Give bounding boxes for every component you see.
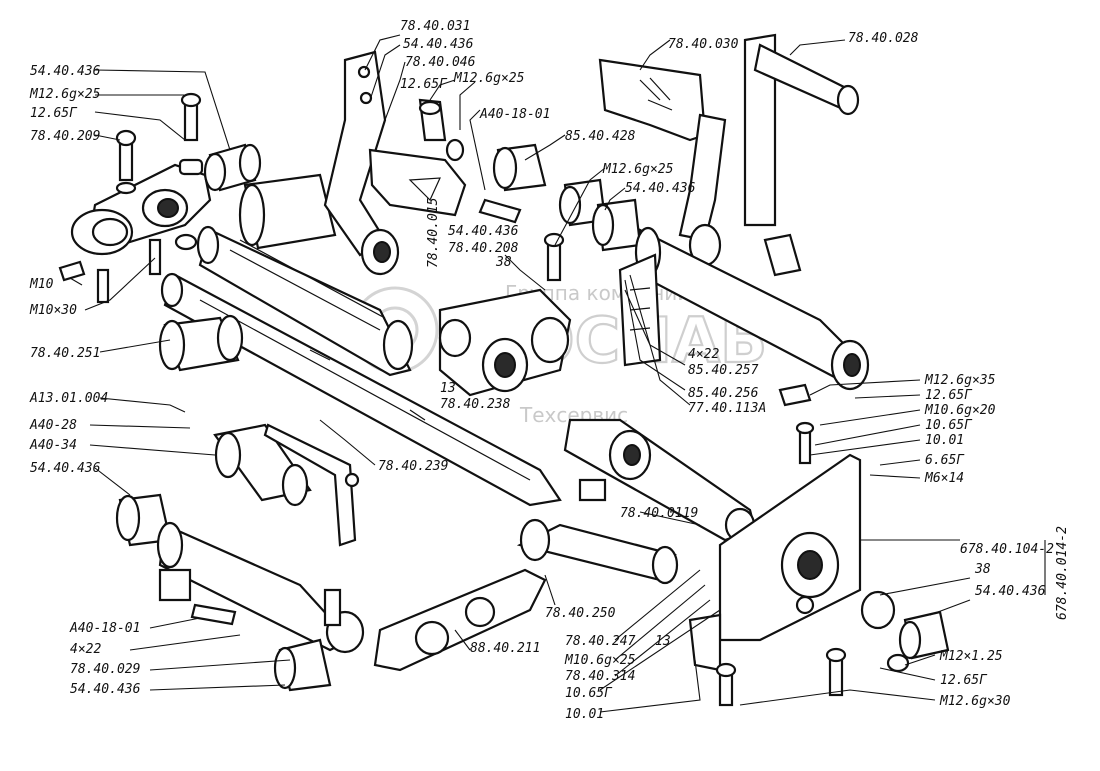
lever-78-40-028 bbox=[743, 33, 860, 227]
label-m6x14: М6×14 bbox=[924, 471, 964, 486]
label-10-65g-bottom: 10.65Г bbox=[565, 686, 613, 701]
label-m12-6g-25-left: М12.6g×25 bbox=[29, 87, 101, 102]
label-78-40-0119: 78.40.0119 bbox=[620, 506, 698, 521]
upper-shaft-assembly bbox=[196, 173, 414, 377]
label-78-40-031: 78.40.031 bbox=[400, 19, 470, 34]
label-78-40-029: 78.40.029 bbox=[70, 662, 140, 677]
label-4x22-center: 4×22 bbox=[688, 347, 719, 362]
bracket-678-40-104-2 bbox=[688, 453, 862, 672]
label-54-40-436-top: 54.40.436 bbox=[403, 37, 474, 52]
bushing-upper-left bbox=[203, 143, 262, 192]
label-a40-18-01-top: А40-18-01 bbox=[479, 107, 550, 122]
bushing-a40-34 bbox=[213, 423, 312, 507]
label-4x22-bottom: 4×22 bbox=[70, 642, 101, 657]
label-54-40-436-left: 54.40.436 bbox=[30, 64, 101, 79]
shaft-78-40-0119 bbox=[563, 418, 757, 543]
label-10-01-right: 10.01 bbox=[925, 433, 964, 448]
label-678-40-014-2: 678.40.014-2 bbox=[1055, 526, 1070, 620]
label-78-40-209: 78.40.209 bbox=[30, 129, 100, 144]
plate-88-40-211 bbox=[373, 568, 547, 672]
label-78-40-239: 78.40.239 bbox=[378, 459, 448, 474]
left-bolts bbox=[58, 92, 202, 304]
label-85-40-257: 85.40.257 bbox=[688, 363, 759, 378]
right-small-parts bbox=[715, 383, 950, 707]
label-12-65g-bottom: 12.65Г bbox=[940, 673, 988, 688]
label-678-40-104-2: 678.40.104-2 bbox=[960, 542, 1054, 557]
bushing-78-40-251 bbox=[158, 314, 244, 372]
label-m12-6g-30: М12.6g×30 bbox=[939, 694, 1011, 709]
label-78-40-028: 78.40.028 bbox=[848, 31, 919, 46]
label-12-65g-top: 12.65Г bbox=[400, 77, 448, 92]
label-54-40-436-lower-left: 54.40.436 bbox=[30, 461, 101, 476]
label-78-40-015: 78.40.015 bbox=[426, 197, 441, 268]
label-78-40-251: 78.40.251 bbox=[30, 346, 100, 361]
label-m12x1-25: М12×1.25 bbox=[939, 649, 1003, 664]
label-54-40-436-right: 54.40.436 bbox=[975, 584, 1046, 599]
part-labels: 78.40.031 54.40.436 78.40.046 12.65Г М12… bbox=[29, 19, 1070, 722]
label-78-40-247: 78.40.247 bbox=[565, 634, 636, 649]
center-block-78-40-208 bbox=[438, 232, 572, 397]
label-78-40-030: 78.40.030 bbox=[668, 37, 739, 52]
label-a40-28: А40-28 bbox=[29, 418, 77, 433]
label-38-right: 38 bbox=[974, 562, 991, 577]
lower-left-assembly bbox=[115, 493, 365, 692]
label-78-40-208: 78.40.208 bbox=[448, 241, 519, 256]
label-a40-18-01-bottom: А40-18-01 bbox=[69, 621, 140, 636]
label-88-40-211: 88.40.211 bbox=[470, 641, 540, 656]
label-m10: М10 bbox=[29, 277, 54, 292]
label-m10-6g-20: М10.6g×20 bbox=[924, 403, 996, 418]
plate-78-40-030 bbox=[598, 58, 707, 142]
label-78-40-250: 78.40.250 bbox=[545, 606, 616, 621]
label-54-40-436-bottom: 54.40.436 bbox=[70, 682, 141, 697]
label-12-65g-left: 12.65Г bbox=[30, 106, 78, 121]
left-upper-bracket bbox=[70, 158, 212, 256]
label-78-40-046: 78.40.046 bbox=[405, 55, 476, 70]
label-6-65g: 6.65Г bbox=[925, 453, 965, 468]
label-78-40-238: 78.40.238 bbox=[440, 397, 511, 412]
label-a40-34: А40-34 bbox=[29, 438, 77, 453]
label-13-bottom: 13 bbox=[655, 634, 671, 649]
label-85-40-428: 85.40.428 bbox=[565, 129, 636, 144]
label-m12-6g-25-top: М12.6g×25 bbox=[453, 71, 525, 86]
lever-right-arm bbox=[678, 113, 727, 267]
label-m12-6g-25-center: М12.6g×25 bbox=[602, 162, 674, 177]
label-54-40-436-mid: 54.40.436 bbox=[448, 224, 519, 239]
bushing-78-40-250 bbox=[516, 518, 679, 585]
label-a13-01-004: А13.01.004 bbox=[29, 391, 108, 406]
pin-rod bbox=[263, 423, 360, 547]
label-78-40-314: 78.40.314 bbox=[565, 669, 635, 684]
label-38-center: 38 bbox=[495, 255, 512, 270]
label-77-40-113a: 77.40.113А bbox=[688, 401, 766, 416]
label-10-65g-right: 10.65Г bbox=[925, 418, 973, 433]
bushing-pair-center bbox=[478, 143, 642, 252]
label-85-40-256: 85.40.256 bbox=[688, 386, 759, 401]
label-m10-6g-25: М10.6g×25 bbox=[564, 653, 636, 668]
label-12-65g-right: 12.65Г bbox=[925, 388, 973, 403]
label-13-center: 13 bbox=[440, 381, 456, 396]
label-m12-6g-35: М12.6g×35 bbox=[924, 373, 996, 388]
long-shaft-78-40-239 bbox=[160, 272, 562, 507]
label-m10x30: М10×30 bbox=[29, 303, 77, 318]
label-54-40-436-center: 54.40.436 bbox=[625, 181, 696, 196]
label-10-01-bottom: 10.01 bbox=[565, 707, 604, 722]
plate-78-40-046 bbox=[368, 98, 467, 217]
leader-lines bbox=[69, 34, 1046, 713]
